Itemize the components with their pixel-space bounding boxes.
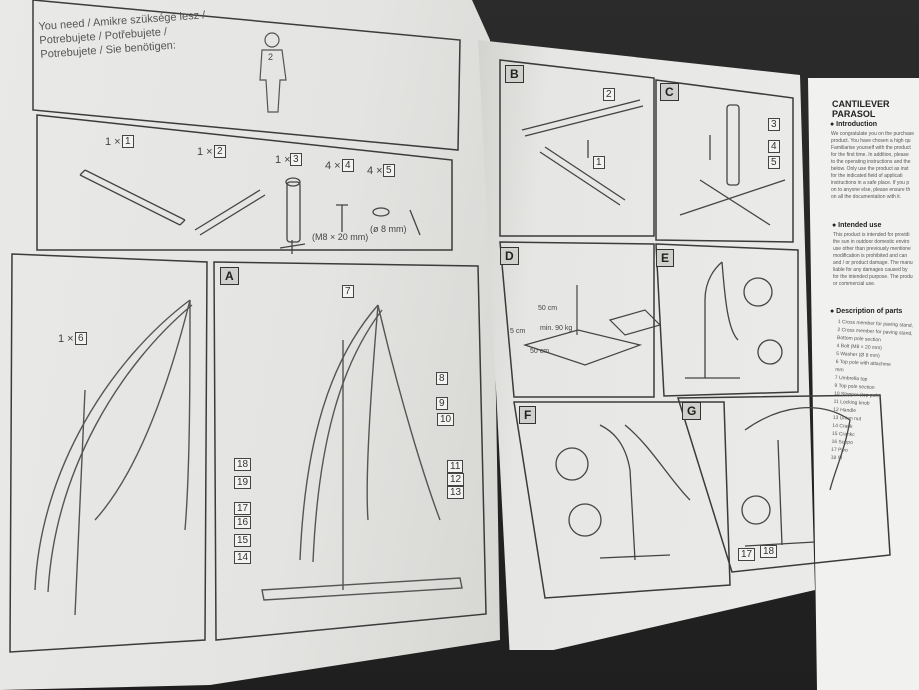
panel-a (213, 261, 487, 641)
instruction-leaflet (808, 78, 919, 690)
step-f-label: F (519, 406, 537, 424)
panel-e (655, 243, 799, 397)
bolt-spec: (M8 × 20 mm) (312, 232, 369, 242)
part-1-number: 1 (122, 135, 134, 148)
callout-14: 14 (234, 551, 252, 564)
leaflet-intro-line: instructions in a safe place. If you p (831, 180, 910, 186)
step-c-label: C (660, 83, 679, 101)
you-need-box (32, 0, 461, 151)
callout-8: 8 (436, 372, 448, 385)
dim-d-3: 5 cm (510, 328, 526, 335)
leaflet-use-line: for the intended purpose. The produ (833, 274, 913, 280)
part-2-qty: 1 × (197, 146, 213, 158)
callout-9: 9 (436, 397, 448, 410)
panel-c (655, 79, 794, 243)
leaflet-intro-line: on all the documentation with it. (831, 194, 902, 200)
callout-12: 12 (447, 473, 465, 486)
parts-box (36, 114, 453, 251)
leaflet-intro-line: product. You have chosen a high qu (831, 138, 911, 144)
part-4-qty: 4 × (325, 160, 341, 172)
leaflet-use-line: and / or product damage. The manu (833, 260, 913, 266)
leaflet-section-use: ● Intended use (832, 222, 882, 229)
parasol-assembled-sketch (261, 304, 463, 601)
parasol-frame-sketch (34, 299, 193, 616)
parts-drawings (79, 169, 421, 254)
leaflet-use-line: liable for any damages caused by (833, 267, 908, 273)
panel-d (499, 241, 655, 398)
leaflet-use-line: use other than previously mentione (833, 246, 911, 252)
callout-13: 13 (447, 486, 465, 499)
callout-17: 17 (234, 502, 252, 515)
person-icon (259, 32, 287, 113)
leaflet-intro-line: Familiarise yourself with the product (831, 145, 911, 151)
part-4-number: 4 (342, 159, 354, 172)
leaflet-title: CANTILEVER PARASOL (832, 99, 890, 119)
callout-10: 10 (437, 413, 455, 426)
washer-spec: (ø 8 mm) (370, 224, 407, 234)
person-count: 2 (268, 52, 274, 62)
leaflet-use-line: or commercial use. (833, 281, 876, 287)
part-2-number: 2 (214, 145, 226, 158)
leaflet-use-line: modification is prohibited and can (833, 253, 908, 259)
part-5-number: 5 (383, 164, 395, 177)
leaflet-intro-line: for the indicated field of applicati (831, 173, 903, 179)
leaflet-use-line: This product is intended for providi (833, 232, 910, 238)
panel-f (513, 401, 731, 599)
leaflet-section-parts: ● Description of parts (830, 308, 903, 315)
panel-part6 (9, 253, 208, 653)
part-6-qty: 1 × (58, 333, 74, 345)
callout-b-2: 2 (603, 88, 615, 101)
dim-d-2: 50 cm (530, 348, 550, 355)
step-a-label: A (220, 267, 239, 285)
callout-c-3: 3 (768, 118, 780, 131)
dim-d-1: 50 cm (538, 305, 558, 312)
callout-c-4: 4 (768, 140, 780, 153)
callout-b-1: 1 (593, 156, 605, 169)
leaflet-intro-line: for the first time. In addition, please (831, 152, 909, 158)
callout-18: 18 (234, 458, 252, 471)
dim-d-weight: min. 90 kg (540, 325, 573, 332)
leaflet-intro-line: to the operating instructions and the (831, 159, 911, 165)
part-5-qty: 4 × (367, 165, 383, 177)
leaflet-section-intro: ● Introduction (830, 121, 877, 128)
callout-19: 19 (234, 476, 252, 489)
part-3-qty: 1 × (275, 154, 291, 166)
panel-g (676, 394, 891, 573)
leaflet-use-line: the sun in outdoor domestic enviro (833, 239, 910, 245)
step-b-label: B (505, 65, 524, 83)
leaflet-intro-line: We congratulate you on the purchase (831, 131, 915, 137)
step-g-label: G (682, 402, 702, 420)
leaflet-parts-list: 1 Cross member for paving stand,2 Cross … (830, 318, 917, 466)
manual-right-page (478, 40, 815, 650)
part-6-number: 6 (75, 332, 87, 345)
callout-g-18: 18 (760, 545, 778, 558)
part-3-number: 3 (290, 153, 302, 166)
callout-c-5: 5 (768, 156, 780, 169)
callout-7: 7 (342, 285, 354, 298)
callout-15: 15 (234, 534, 252, 547)
callout-16: 16 (234, 516, 252, 529)
leaflet-intro-line: on to anyone else, please ensure th (831, 187, 911, 193)
callout-11: 11 (447, 460, 464, 473)
panel-b (499, 59, 655, 237)
callout-g-17: 17 (738, 548, 756, 561)
leaflet-intro-line: below. Only use the product as inst (831, 166, 909, 172)
part-1-qty: 1 × (105, 136, 121, 148)
step-e-label: E (656, 249, 675, 267)
step-d-label: D (500, 247, 519, 265)
